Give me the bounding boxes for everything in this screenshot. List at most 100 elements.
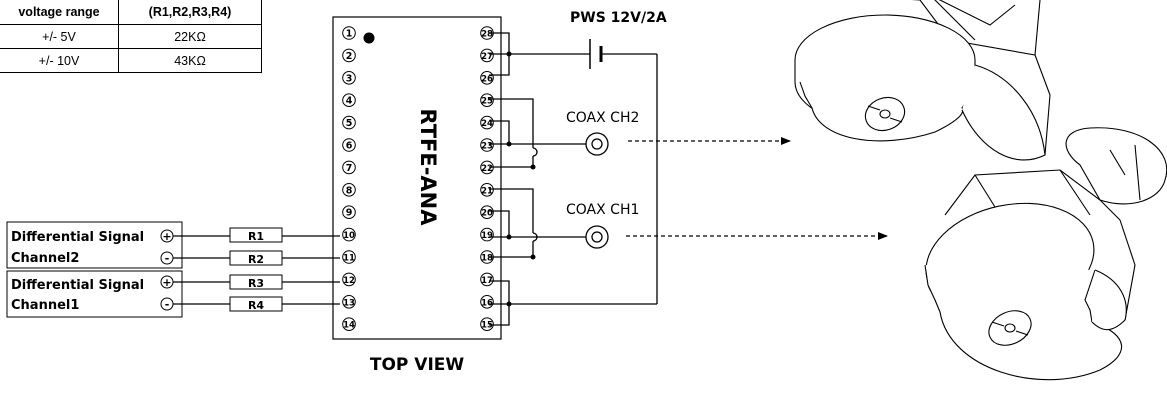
- input-ch1-line1: Differential Signal: [11, 278, 144, 293]
- pin-9: 9: [342, 205, 356, 219]
- svg-text:R4: R4: [248, 299, 264, 312]
- pin-label: 11: [343, 254, 355, 264]
- terminal-ch1-minus: -: [160, 297, 174, 311]
- battery-symbol: [589, 39, 603, 69]
- svg-text:+: +: [162, 230, 171, 243]
- header-resistors: (R1,R2,R3,R4): [118, 0, 262, 25]
- pin-label: 8: [346, 185, 353, 196]
- pin-13: 13: [342, 295, 356, 309]
- terminal-ch1-plus: +: [160, 275, 174, 289]
- svg-text:R1: R1: [248, 230, 264, 243]
- pin-label: 1: [346, 29, 353, 40]
- table-row: +/- 10V 43KΩ: [0, 48, 262, 73]
- pin-1: 1: [342, 26, 356, 40]
- sensor-top-illustration: [794, 0, 1051, 161]
- header-voltage-range: voltage range: [0, 0, 119, 25]
- pin-26: 26: [480, 71, 494, 85]
- svg-text:R2: R2: [248, 253, 264, 266]
- pin-24: 24: [480, 115, 494, 130]
- pin-2: 2: [342, 48, 356, 63]
- pin-15: 15: [480, 317, 494, 332]
- pin-label: 6: [346, 141, 353, 152]
- pin-11: 11: [342, 250, 356, 264]
- pin-5: 5: [342, 115, 356, 130]
- voltage-range-table: voltage range (R1,R2,R3,R4) +/- 5V 22KΩ …: [0, 0, 262, 73]
- terminal-ch2-minus: -: [160, 251, 174, 265]
- pin-10: 10: [342, 227, 356, 242]
- pin-14: 14: [342, 317, 356, 332]
- pin-23: 23: [480, 138, 494, 152]
- resistor-r4: R4: [229, 296, 283, 312]
- svg-text:-: -: [165, 252, 170, 265]
- pin-label: 23: [481, 142, 493, 152]
- junction-dots: [506, 51, 536, 307]
- pin-19: 19: [480, 227, 494, 242]
- resistor-r1: R1: [229, 227, 283, 243]
- pin-27: 27: [480, 48, 494, 63]
- resistor-r2: R2: [229, 250, 283, 266]
- pin-label: 18: [481, 254, 493, 264]
- pin-8: 8: [342, 183, 356, 197]
- top-view-label: TOP VIEW: [370, 355, 465, 375]
- table-header-row: voltage range (R1,R2,R3,R4): [0, 0, 262, 25]
- chip-body: [332, 16, 502, 340]
- pin-label: 12: [343, 276, 355, 286]
- right-wiring: [489, 32, 658, 326]
- pin-label: 24: [481, 119, 493, 129]
- chip-name: RTFE-ANA: [416, 108, 440, 226]
- pin-12: 12: [342, 272, 356, 287]
- pin-label: 4: [346, 96, 353, 107]
- pin-label: 14: [343, 321, 355, 331]
- pin-label: 5: [346, 118, 353, 129]
- pin-label: 22: [481, 164, 493, 174]
- input-ch1-line2: Channel1: [11, 298, 79, 313]
- resistor-r3: R3: [229, 274, 283, 290]
- sensor-bottom-illustration: [924, 127, 1167, 381]
- svg-text:-: -: [165, 298, 170, 311]
- pin-label: 2: [346, 51, 353, 62]
- pin-label: 17: [481, 276, 493, 286]
- pin-label: 20: [481, 209, 493, 219]
- svg-text:+: +: [162, 276, 171, 289]
- power-label: PWS 12V/2A: [570, 10, 667, 26]
- pin-label: 27: [481, 52, 493, 62]
- pin-6: 6: [342, 138, 356, 152]
- input-ch2-line2: Channel2: [11, 251, 79, 266]
- input-wires: [173, 235, 340, 305]
- coax-ch1-label: COAX CH1: [566, 202, 639, 218]
- coax-ch1-connector: [585, 225, 609, 249]
- pin-label: 16: [481, 298, 493, 308]
- terminal-ch2-plus: +: [160, 229, 174, 243]
- pin-4: 4: [342, 93, 356, 107]
- cell-resistance: 22KΩ: [118, 24, 262, 49]
- pin1-marker: [363, 32, 375, 44]
- pin-3: 3: [342, 71, 356, 85]
- input-box-ch2: [6, 221, 183, 269]
- coax-ch2-connector: [585, 132, 609, 156]
- pin-25: 25: [480, 93, 494, 107]
- pin-21: 21: [480, 183, 494, 197]
- pin-label: 13: [343, 298, 355, 308]
- pin-7: 7: [342, 160, 356, 175]
- pin-label: 25: [481, 97, 493, 107]
- pin-label: 7: [346, 163, 353, 174]
- pin-17: 17: [480, 272, 494, 287]
- pin-label: 26: [481, 74, 493, 84]
- pin-label: 9: [346, 208, 353, 219]
- svg-text:R3: R3: [248, 277, 264, 290]
- pin-label: 15: [481, 321, 493, 331]
- pin-label: 28: [481, 30, 493, 40]
- pin-label: 19: [481, 231, 493, 241]
- cell-resistance: 43KΩ: [118, 48, 262, 73]
- pin-label: 10: [343, 231, 355, 241]
- pin-20: 20: [480, 205, 494, 219]
- input-ch2-line1: Differential Signal: [11, 230, 144, 245]
- input-box-ch1: [6, 270, 183, 318]
- pin-label: 3: [346, 73, 353, 84]
- coax-ch2-label: COAX CH2: [566, 110, 639, 126]
- pin-16: 16: [480, 295, 494, 309]
- pin-label: 21: [481, 186, 493, 196]
